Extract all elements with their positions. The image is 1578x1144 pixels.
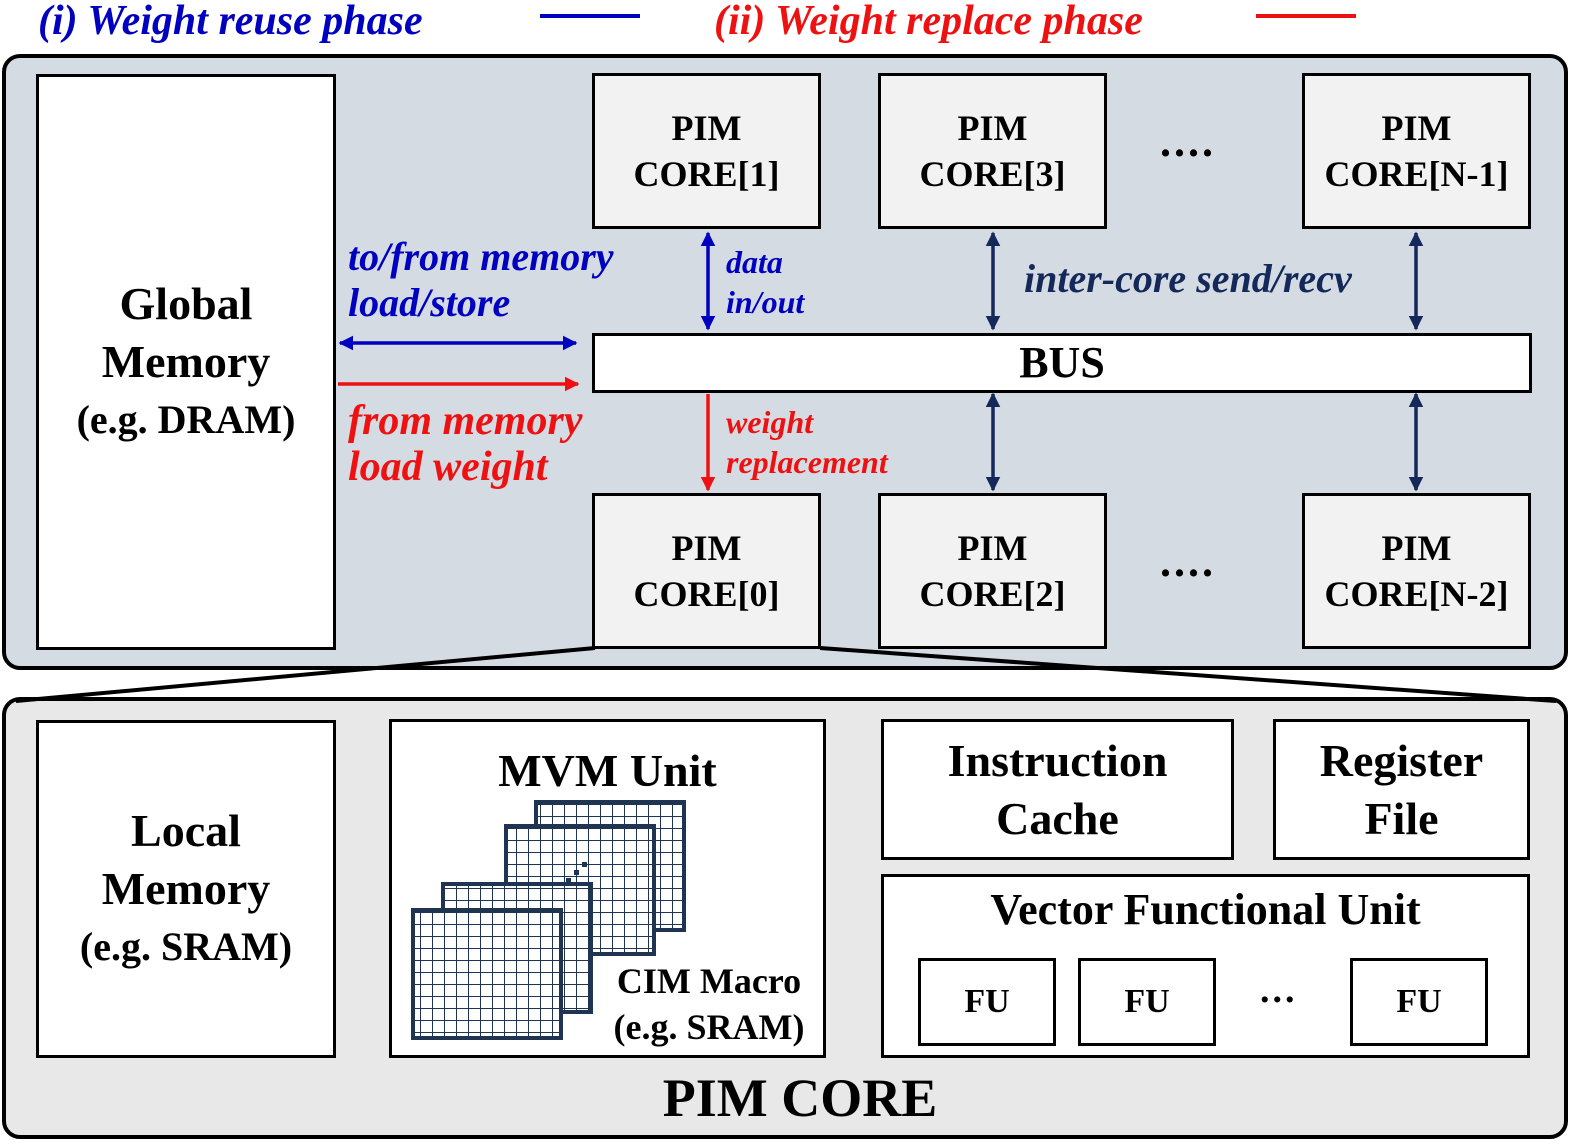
fu-label: FU [964,983,1010,1020]
data-io-label-line1: data [726,244,783,280]
mem-replace-label-line1: from memory [348,398,583,444]
local-memory-line3: (e.g. SRAM) [79,924,293,969]
legend-replace-line [1256,14,1356,18]
instruction-cache-block: Instruction Cache [881,719,1234,860]
vfu-title: Vector Functional Unit [990,885,1421,934]
data-io-label-line2: in/out [726,284,805,320]
global-memory-block: Global Memory (e.g. DRAM) [36,74,336,650]
pim-core-n-1: PIM CORE[N-1] [1302,73,1531,229]
zoom-line-right [819,646,1557,703]
zoom-line-left [15,646,596,703]
fu-ellipsis: ... [1260,969,1298,1011]
mem-reuse-label: to/from memory load/store [348,234,614,326]
fu-box-3: FU [1350,958,1488,1046]
pim-core-0: PIM CORE[0] [592,493,821,649]
mvm-unit-title: MVM Unit [498,745,717,796]
core-label-pim: PIM [671,108,742,148]
weight-replacement-label-line1: weight [726,404,814,440]
bus-label: BUS [1019,338,1105,387]
local-memory-line2: Memory [101,863,271,914]
global-memory-line2: Memory [101,336,271,387]
instruction-cache-line2: Cache [996,792,1119,844]
cim-macro-label: CIM Macro (e.g. SRAM) [598,958,820,1050]
core-label-pim: PIM [1381,108,1452,148]
weight-replacement-label-line2: replacement [726,444,888,480]
pim-core-n-2: PIM CORE[N-2] [1302,493,1531,649]
core-label-id: CORE[3] [919,154,1066,194]
legend-replace-label: (ii) Weight replace phase [714,0,1143,44]
pim-core-2: PIM CORE[2] [878,493,1107,649]
core-label-pim: PIM [957,108,1028,148]
core-label-id: CORE[2] [919,574,1066,614]
core-label-id: CORE[0] [633,574,780,614]
pim-core-1: PIM CORE[1] [592,73,821,229]
fu-label: FU [1124,983,1170,1020]
register-file-line2: File [1364,792,1439,844]
top-cores-ellipsis: .... [1160,117,1216,166]
global-memory-line3: (e.g. DRAM) [76,397,296,442]
core-label-id: CORE[N-1] [1324,154,1509,194]
fu-box-2: FU [1078,958,1216,1046]
fu-box-1: FU [918,958,1056,1046]
bus-bar: BUS [592,333,1532,393]
mem-replace-label: from memory load weight [348,398,582,490]
core-label-pim: PIM [671,528,742,568]
pim-core-3: PIM CORE[3] [878,73,1107,229]
core-label-id: CORE[N-2] [1324,574,1509,614]
local-memory-line1: Local [131,805,241,856]
register-file-block: Register File [1273,719,1530,860]
mem-replace-label-line2: load weight [348,444,548,490]
bottom-cores-ellipsis: .... [1160,537,1216,586]
core-label-id: CORE[1] [633,154,780,194]
inter-core-label: inter-core send/recv [1024,256,1352,301]
legend-reuse-label: (i) Weight reuse phase [38,0,423,44]
local-memory-block: Local Memory (e.g. SRAM) [36,720,336,1058]
register-file-line1: Register [1319,734,1484,786]
cim-label-line2: (e.g. SRAM) [613,1007,805,1047]
weight-replacement-label: weight replacement [726,402,888,482]
mem-reuse-label-line1: to/from memory [348,234,614,279]
fu-label: FU [1396,983,1442,1020]
global-memory-line1: Global [119,278,253,329]
legend-reuse-line [540,14,640,18]
instruction-cache-line1: Instruction [947,734,1168,786]
cim-label-line1: CIM Macro [616,961,802,1001]
data-io-label: data in/out [726,242,804,322]
core-label-pim: PIM [957,528,1028,568]
core-label-pim: PIM [1381,528,1452,568]
pim-core-panel-title: PIM CORE [662,1068,938,1128]
mem-reuse-label-line2: load/store [348,280,511,325]
